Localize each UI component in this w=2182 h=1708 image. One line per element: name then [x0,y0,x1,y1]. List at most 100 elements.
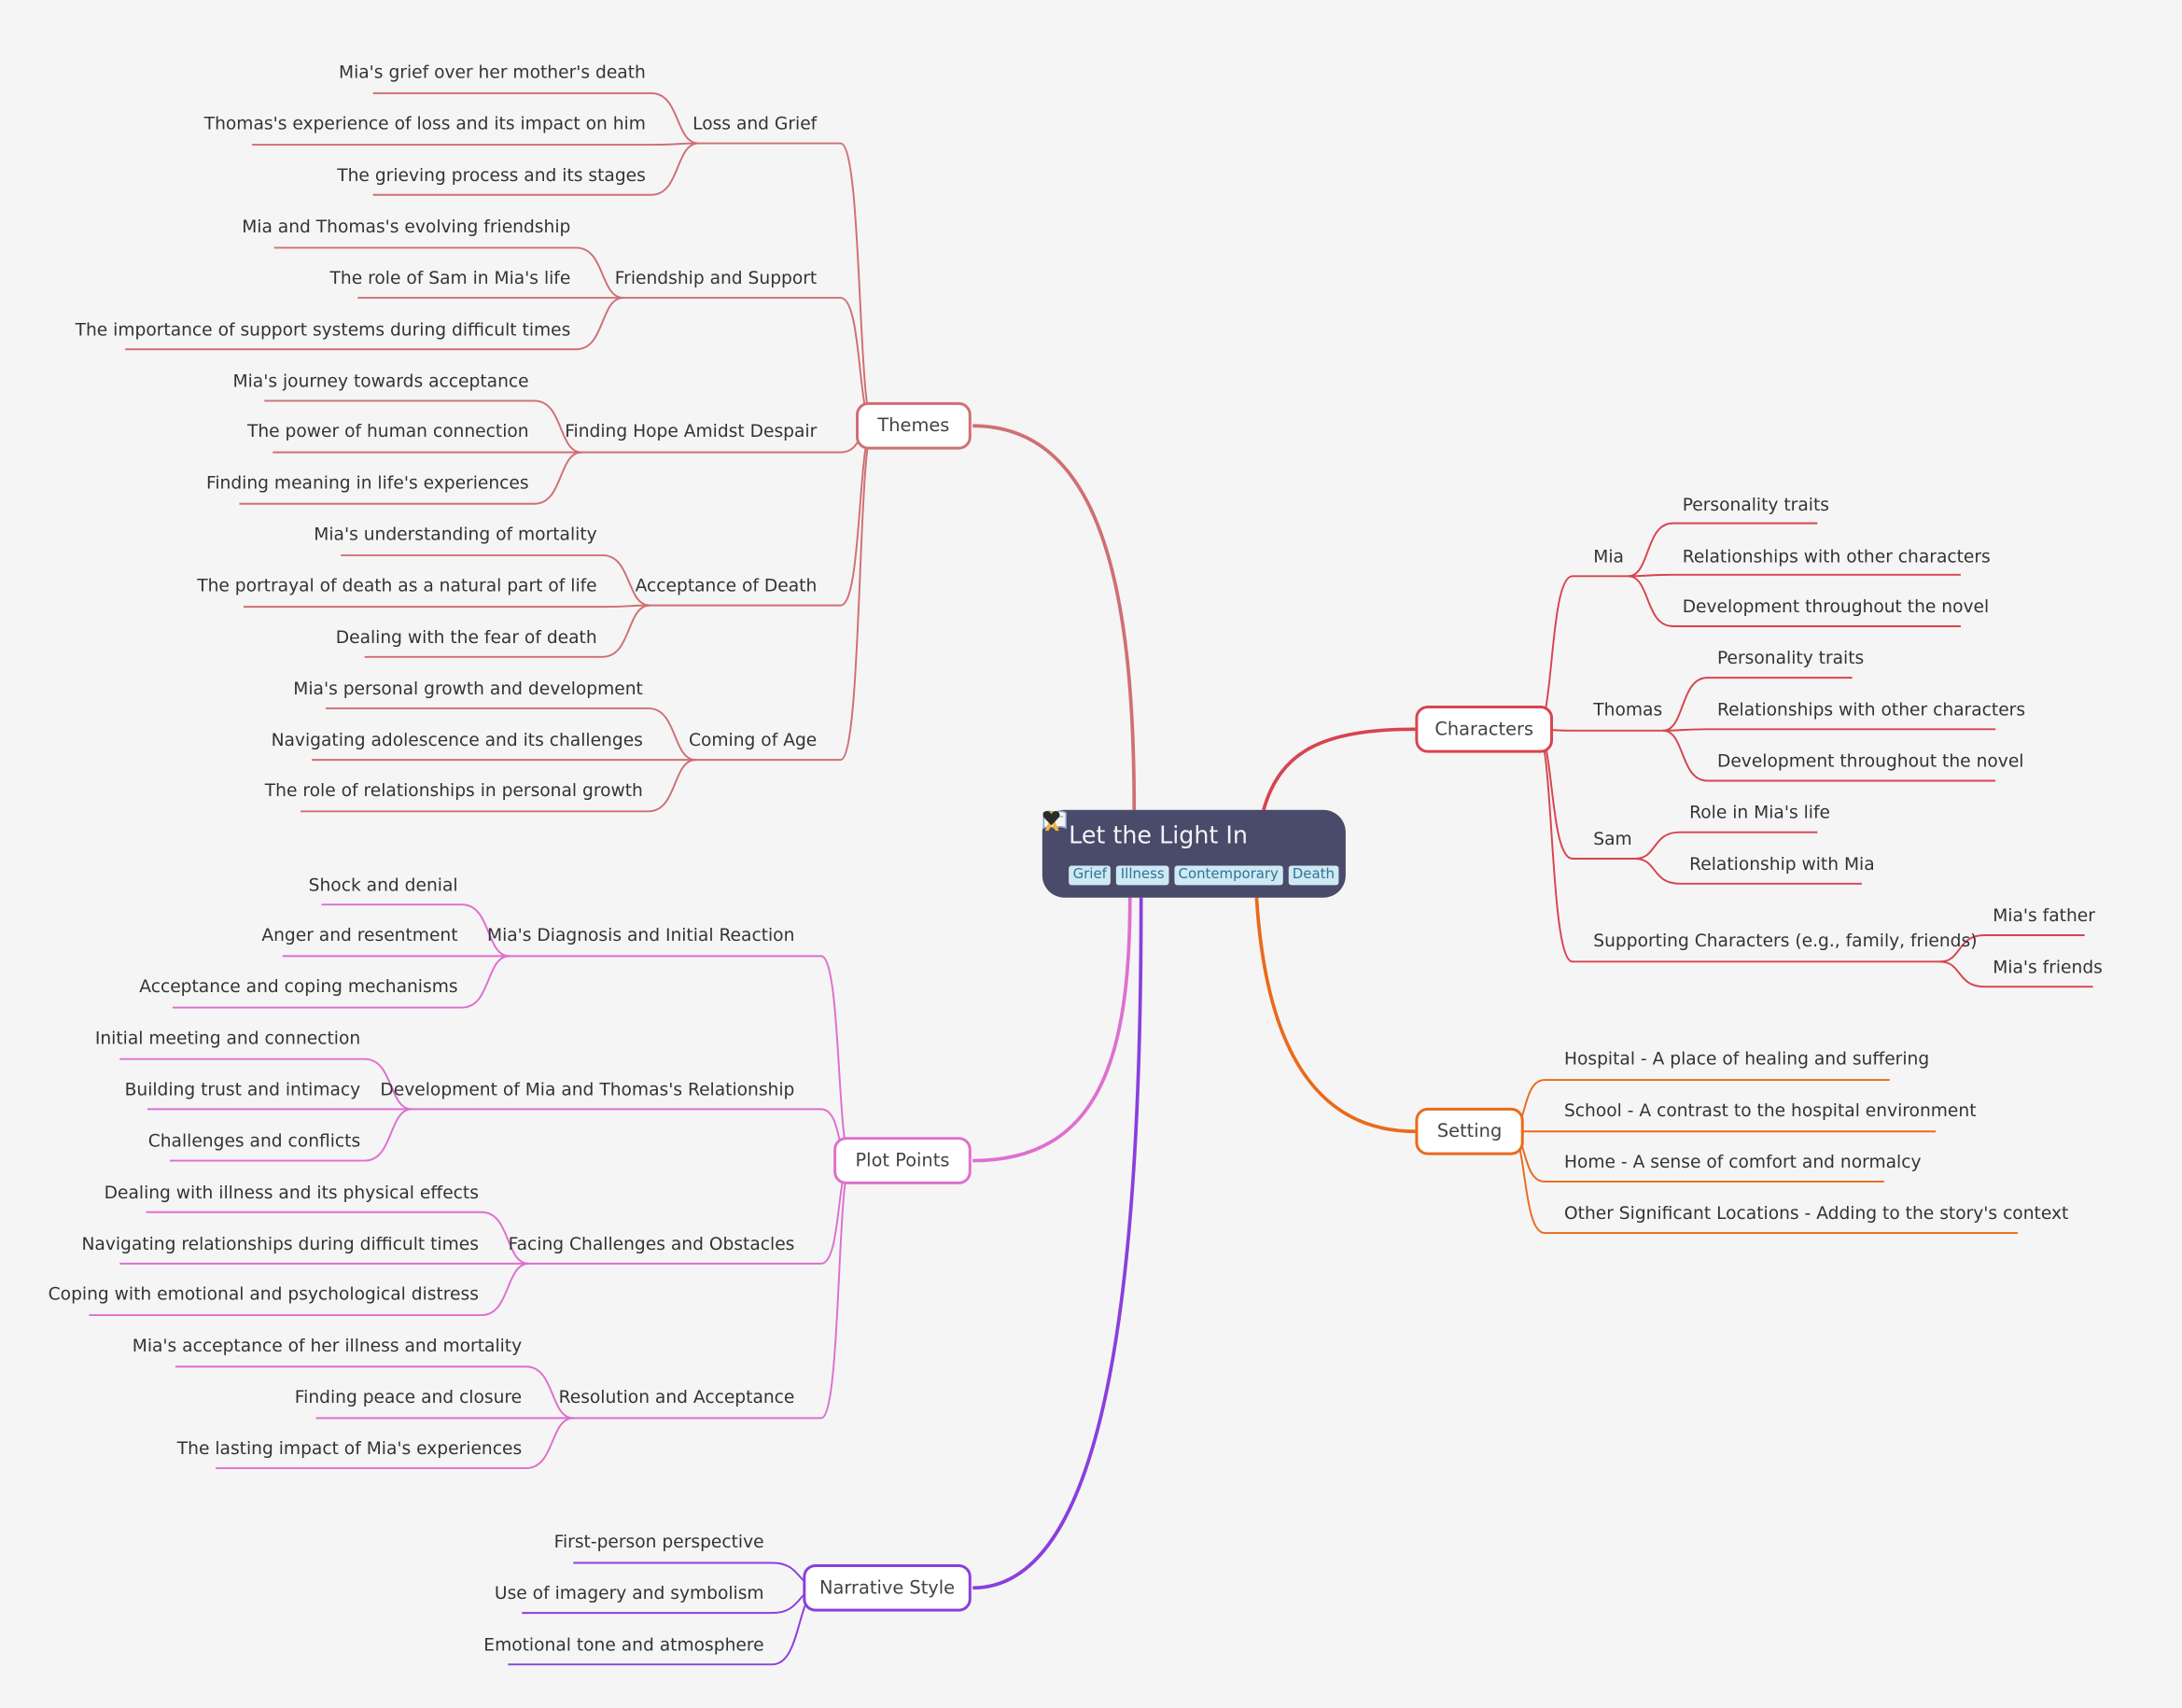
topic-narrative-style[interactable]: Narrative Style [803,1563,972,1612]
leaf-item[interactable]: Mia's journey towards acceptance [232,370,529,391]
leaf-item[interactable]: Other Significant Locations - Adding to … [1563,1202,2069,1224]
topic-themes[interactable]: Themes [856,401,972,450]
leaf-item[interactable]: Personality traits [1682,494,1829,515]
leaf-item[interactable]: The importance of support systems during… [75,318,571,340]
character-sam[interactable]: Sam [1593,828,1632,849]
connector-line [1939,934,2085,963]
leaf-item[interactable]: Navigating relationships during difficul… [81,1233,479,1254]
connector-line [1628,573,1961,578]
theme-acceptance-of-death[interactable]: Acceptance of Death [635,574,818,596]
connector-line [125,297,624,351]
root-topic[interactable]: Let the Light In Grief Illness Contemp [1042,809,1346,898]
character-thomas[interactable]: Thomas [1593,698,1663,720]
leaf-item[interactable]: Finding meaning in life's experiences [205,471,529,493]
connector-line [175,1365,574,1420]
leaf-item[interactable]: Navigating adolescence and its challenge… [271,729,643,750]
leaf-item[interactable]: The grieving process and its stages [337,163,646,186]
plot-facing-challenges[interactable]: Facing Challenges and Obstacles [508,1233,795,1254]
leaf-item[interactable]: Personality traits [1716,647,1865,668]
character-mia[interactable]: Mia [1593,545,1624,567]
leaf-item[interactable]: Home - A sense of comfort and normalcy [1563,1151,1922,1172]
leaf-item[interactable]: Role in Mia's life [1689,801,1830,823]
connector-line [372,142,699,196]
leaf-item[interactable]: Anger and resentment [261,924,458,945]
leaf-item[interactable]: Development throughout the novel [1682,595,1990,617]
connector-line [264,399,582,454]
connector-line [972,897,1132,1163]
leaf-item[interactable]: The role of relationships in personal gr… [264,778,643,801]
leaf-item[interactable]: Development throughout the novel [1716,749,2024,772]
leaf-item[interactable]: Relationships with other characters [1682,545,1991,567]
connector-line [325,707,696,762]
leaf-item[interactable]: Coping with emotional and psychological … [48,1282,479,1305]
plot-relationship-development[interactable]: Development of Mia and Thomas's Relation… [380,1078,795,1099]
leaf-item[interactable]: Mia's friends [1993,956,2103,977]
connector-line [89,1262,529,1317]
tag-grief: Grief [1069,865,1112,886]
leaf-item[interactable]: The power of human connection [246,420,529,441]
connector-line [1628,575,1961,627]
connector-line [1662,729,1996,782]
connector-line [301,759,696,813]
connector-line [172,955,510,1009]
leaf-item[interactable]: Shock and denial [308,874,458,895]
leaf-item[interactable]: Mia's understanding of mortality [314,523,597,545]
connector-line [243,604,650,609]
connector-line [372,91,699,145]
connector-line [1262,727,1416,811]
leaf-item[interactable]: First-person perspective [553,1531,764,1552]
leaf-item[interactable]: Emotional tone and atmosphere [483,1633,764,1655]
connector-line [1634,858,1863,885]
connector-line [1628,522,1818,578]
leaf-item[interactable]: Hospital - A place of healing and suffer… [1563,1047,1930,1070]
connector-line [1662,677,1853,732]
tag-contemporary: Contemporary [1174,865,1283,886]
connector-line [1634,831,1818,860]
topic-characters[interactable]: Characters [1415,705,1554,753]
connector-line [169,1108,413,1162]
leaf-item[interactable]: Mia and Thomas's evolving friendship [242,216,571,237]
connector-line [1536,728,1669,732]
leaf-item[interactable]: The portrayal of death as a natural part… [197,574,597,596]
theme-finding-hope[interactable]: Finding Hope Amidst Despair [565,420,818,441]
leaf-item[interactable]: The role of Sam in Mia's life [329,267,571,288]
connector-line [409,1108,852,1162]
topic-setting[interactable]: Setting [1415,1107,1524,1155]
connector-line [251,142,699,147]
leaf-item[interactable]: Dealing with illness and its physical ef… [104,1181,479,1203]
leaf-item[interactable]: Thomas's experience of loss and its impa… [203,112,646,134]
connector-line [972,424,1137,810]
plot-resolution[interactable]: Resolution and Acceptance [558,1386,795,1407]
connector-line [321,903,510,958]
leaf-item[interactable]: Mia's father [1993,904,2095,926]
connector-line [972,897,1143,1590]
leaf-item[interactable]: Mia's grief over her mother's death [339,61,646,82]
heart-icon [1042,810,1060,826]
character-supporting[interactable]: Supporting Characters (e.g., family, fri… [1593,930,1978,951]
leaf-item[interactable]: Finding peace and closure [294,1386,523,1407]
theme-loss-and-grief[interactable]: Loss and Grief [692,112,818,134]
leaf-item[interactable]: Initial meeting and connection [94,1027,361,1048]
leaf-item[interactable]: Building trust and intimacy [124,1078,361,1099]
leaf-item[interactable]: Relationships with other characters [1716,698,2026,720]
connector-line [1254,897,1416,1134]
connector-line [570,1159,853,1420]
theme-friendship-and-support[interactable]: Friendship and Support [614,267,818,288]
leaf-item[interactable]: Relationship with Mia [1689,853,1875,875]
leaf-item[interactable]: The lasting impact of Mia's experiences [176,1437,523,1459]
connector-line [1939,960,2093,988]
leaf-item[interactable]: Dealing with the fear of death [335,625,597,648]
leaf-item[interactable]: Mia's personal growth and development [293,678,643,699]
leaf-item[interactable]: Mia's acceptance of her illness and mort… [132,1334,523,1356]
tag-illness: Illness [1116,865,1169,886]
leaf-item[interactable]: Challenges and conflicts [147,1129,361,1152]
leaf-item[interactable]: School - A contrast to the hospital envi… [1563,1099,1977,1121]
leaf-item[interactable]: Acceptance and coping mechanisms [139,975,458,997]
connector-line [216,1417,574,1470]
leaf-item[interactable]: Use of imagery and symbolism [494,1582,764,1603]
topic-plot-points[interactable]: Plot Points [833,1137,972,1184]
connector-line [239,451,582,505]
theme-coming-of-age[interactable]: Coming of Age [688,729,818,750]
plot-diagnosis[interactable]: Mia's Diagnosis and Initial Reaction [486,924,795,945]
